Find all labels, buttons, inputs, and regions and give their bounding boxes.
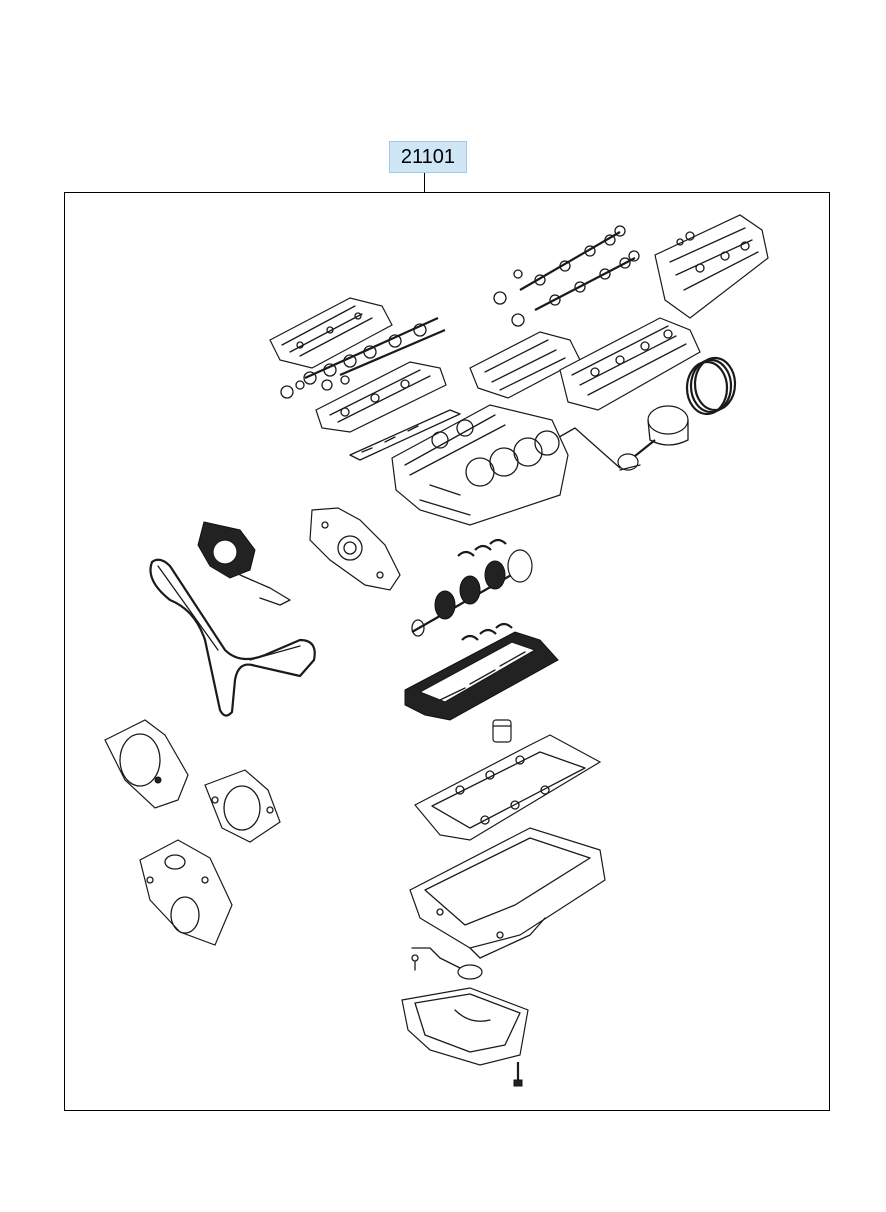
- oil-strainer[interactable]: [411, 947, 483, 980]
- piston-and-connecting-rod[interactable]: [617, 405, 689, 471]
- oil-filter[interactable]: [492, 719, 512, 743]
- camshaft-right[interactable]: [493, 225, 640, 327]
- timing-cover-lower[interactable]: [139, 839, 233, 946]
- oil-pan-gasket[interactable]: [414, 734, 602, 841]
- crankshaft[interactable]: [411, 549, 533, 637]
- ladder-frame[interactable]: [404, 631, 559, 721]
- intake-manifold[interactable]: [469, 331, 581, 399]
- timing-cover-middle[interactable]: [204, 769, 281, 843]
- cylinder-head-cover-right[interactable]: [654, 214, 769, 319]
- timing-cover-upper[interactable]: [104, 719, 189, 809]
- camshaft-left[interactable]: [280, 316, 446, 399]
- main-bearings[interactable]: [457, 538, 513, 641]
- cylinder-head-right[interactable]: [559, 317, 701, 411]
- cylinder-block[interactable]: [391, 404, 569, 526]
- timing-belt-tensioner[interactable]: [197, 521, 291, 606]
- timing-belt[interactable]: [149, 558, 316, 717]
- piston-rings[interactable]: [685, 356, 737, 416]
- lower-oil-pan[interactable]: [401, 987, 529, 1066]
- cylinder-head-left[interactable]: [315, 361, 447, 433]
- head-gasket-left[interactable]: [349, 409, 461, 461]
- upper-oil-pan[interactable]: [409, 827, 606, 959]
- leader-line: [424, 173, 425, 193]
- drain-plug[interactable]: [513, 1062, 523, 1087]
- oil-pump[interactable]: [309, 507, 401, 591]
- assembly-frame: [64, 192, 830, 1111]
- cylinder-head-cover-left[interactable]: [269, 297, 393, 369]
- part-number-label[interactable]: 21101: [389, 141, 467, 173]
